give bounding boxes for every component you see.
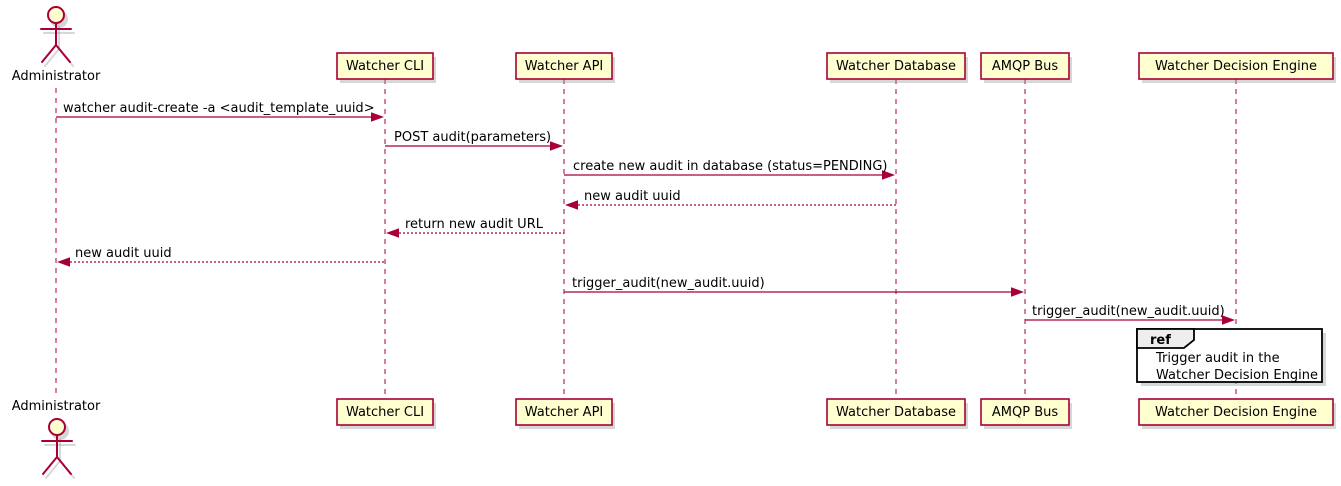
actor-administrator-bottom: Administrator <box>12 399 101 479</box>
participant-watcher-api-top: Watcher API <box>515 52 615 83</box>
actor-label: Administrator <box>12 69 101 84</box>
participant-watcher-database-top: Watcher Database <box>826 52 968 83</box>
participant-box <box>336 52 434 80</box>
participant-label: Watcher CLI <box>346 405 424 420</box>
ref-fragment: ref Trigger audit in the Watcher Decisio… <box>1136 328 1326 386</box>
participant-watcher-decision-engine-top: Watcher Decision Engine <box>1138 52 1336 83</box>
participant-box <box>980 398 1070 426</box>
message-8: trigger_audit(new_audit.uuid) <box>1025 304 1235 325</box>
participant-box <box>1138 52 1334 80</box>
participant-label: Watcher Decision Engine <box>1155 405 1317 420</box>
message-label: trigger_audit(new_audit.uuid) <box>1032 304 1225 319</box>
message-7: trigger_audit(new_audit.uuid) <box>564 276 1024 297</box>
ref-tab <box>1136 328 1195 349</box>
participant-amqp-bus-top: AMQP Bus <box>980 52 1072 83</box>
participant-label: Watcher API <box>525 405 604 420</box>
participant-box <box>826 398 966 426</box>
message-label: new audit uuid <box>75 246 172 261</box>
message-label: create new audit in database (status=PEN… <box>573 159 888 174</box>
actor-administrator-top: Administrator <box>12 6 101 84</box>
participant-box <box>515 398 613 426</box>
actor-label: Administrator <box>12 399 101 414</box>
message-5: return new audit URL <box>386 217 564 238</box>
arrowhead-right-icon <box>550 141 563 151</box>
participant-label: Watcher Database <box>836 59 956 74</box>
participant-label: AMQP Bus <box>992 59 1058 74</box>
participant-amqp-bus-bottom: AMQP Bus <box>980 398 1072 429</box>
participant-label: Watcher Database <box>836 405 956 420</box>
participant-label: AMQP Bus <box>992 405 1058 420</box>
participants-bottom: Watcher CLI Watcher API Watcher Database… <box>336 398 1336 429</box>
message-label: trigger_audit(new_audit.uuid) <box>572 276 765 291</box>
message-3: create new audit in database (status=PEN… <box>564 159 895 180</box>
arrowhead-right-icon <box>1011 287 1024 297</box>
participant-watcher-database-bottom: Watcher Database <box>826 398 968 429</box>
participant-label: Watcher API <box>525 59 604 74</box>
arrowhead-right-icon <box>882 170 895 180</box>
participant-label: Watcher Decision Engine <box>1155 59 1317 74</box>
participant-box <box>980 52 1070 80</box>
participant-label: Watcher CLI <box>346 59 424 74</box>
arrowhead-left-icon <box>386 228 399 238</box>
lifelines <box>55 79 1237 399</box>
arrowhead-left-icon <box>565 200 578 210</box>
participant-watcher-cli-bottom: Watcher CLI <box>336 398 436 429</box>
participant-watcher-cli-top: Watcher CLI <box>336 52 436 83</box>
participant-watcher-api-bottom: Watcher API <box>515 398 615 429</box>
arrowhead-right-icon <box>1222 315 1235 325</box>
participant-box <box>515 52 613 80</box>
message-label: watcher audit-create -a <audit_template_… <box>63 101 375 116</box>
message-label: return new audit URL <box>405 217 544 232</box>
participant-box <box>336 398 434 426</box>
actor-icon <box>40 6 72 63</box>
message-1: watcher audit-create -a <audit_template_… <box>56 101 384 122</box>
message-2: POST audit(parameters) <box>385 130 563 151</box>
ref-text-line-2: Watcher Decision Engine <box>1156 368 1318 383</box>
participant-box <box>826 52 966 80</box>
message-label: POST audit(parameters) <box>394 130 551 145</box>
participant-watcher-decision-engine-bottom: Watcher Decision Engine <box>1138 398 1336 429</box>
actor-icon <box>41 418 73 475</box>
participant-box <box>1138 398 1334 426</box>
message-label: new audit uuid <box>584 189 681 204</box>
message-6: new audit uuid <box>57 246 385 267</box>
ref-text-line-1: Trigger audit in the <box>1155 351 1280 366</box>
arrowhead-right-icon <box>371 112 384 122</box>
ref-keyword: ref <box>1150 333 1171 348</box>
arrowhead-left-icon <box>57 257 70 267</box>
message-4: new audit uuid <box>565 189 896 210</box>
messages: watcher audit-create -a <audit_template_… <box>56 101 1235 325</box>
participants-top: Watcher CLI Watcher API Watcher Database… <box>336 52 1336 83</box>
